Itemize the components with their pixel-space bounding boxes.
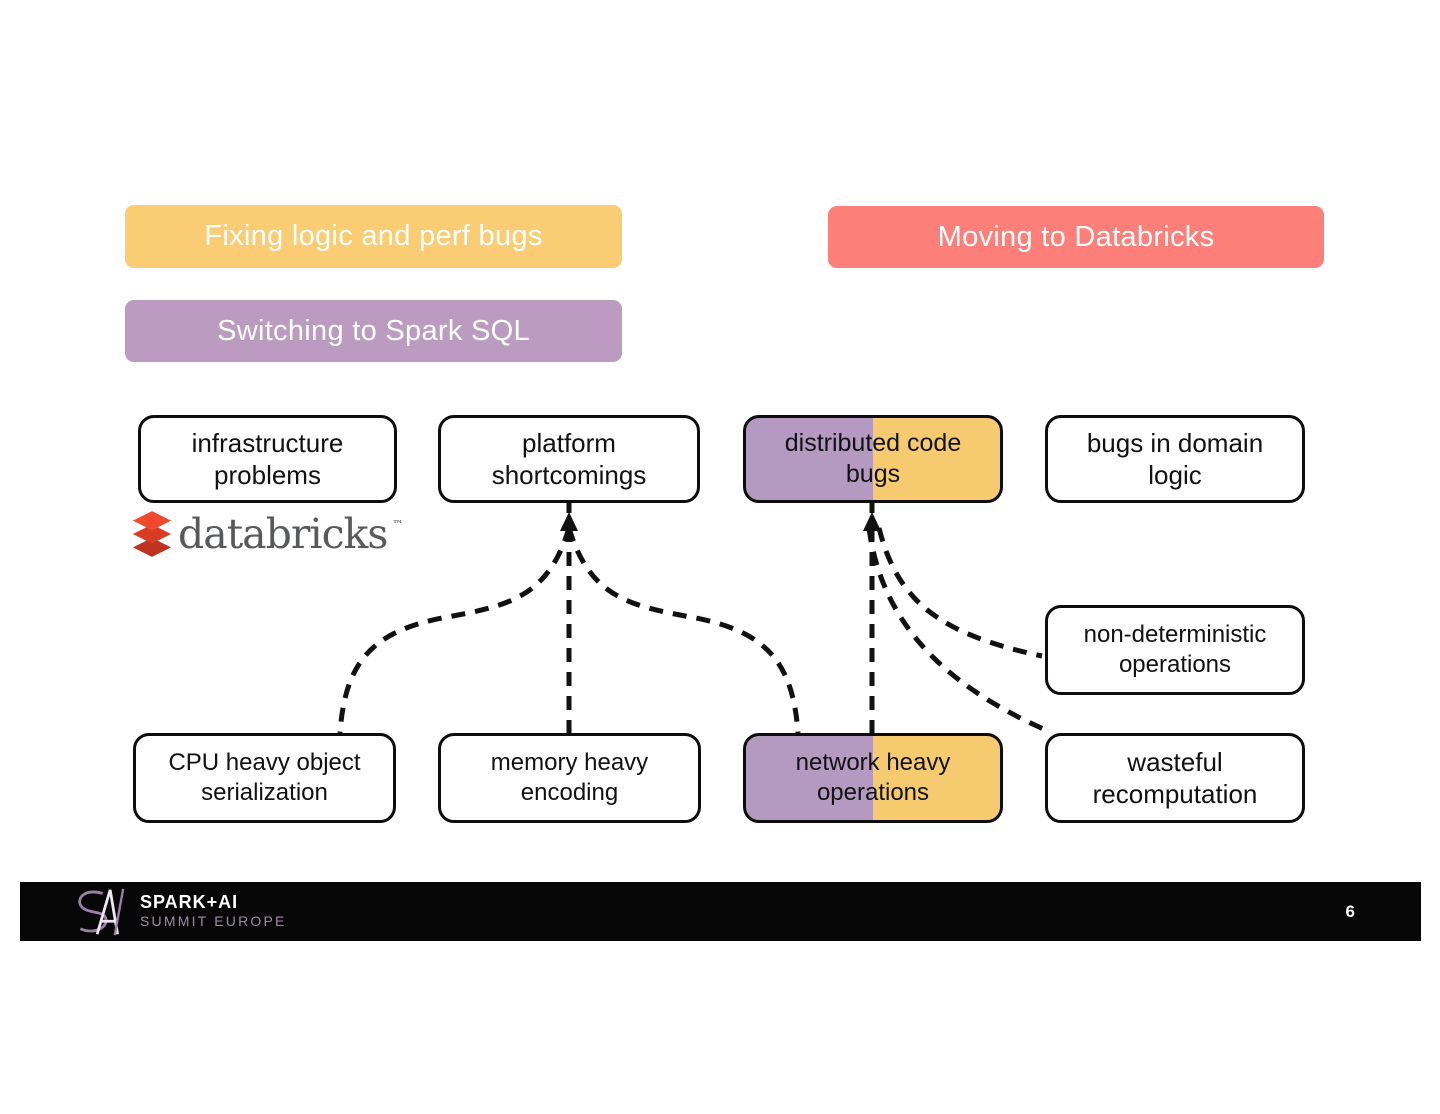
node-wasteful-recomputation: wasteful recomputation xyxy=(1045,733,1305,823)
node-label: network heavy operations xyxy=(795,749,951,806)
databricks-wordmark: databricks xyxy=(178,510,388,558)
node-label: wasteful recomputation xyxy=(1092,746,1258,810)
arrowhead-platform xyxy=(560,512,578,531)
databricks-logo: databricks ™ xyxy=(131,508,403,560)
node-label: platform shortcomings xyxy=(491,427,647,491)
node-distributed-code-bugs: distributed code bugs xyxy=(743,415,1003,503)
node-infrastructure-problems: infrastructure problems xyxy=(138,415,397,503)
node-network-heavy-operations: network heavy operations xyxy=(743,733,1003,823)
edge-platform-to-network xyxy=(566,527,801,734)
databricks-trademark: ™ xyxy=(392,518,404,531)
node-bugs-in-domain-logic: bugs in domain logic xyxy=(1045,415,1305,503)
edge-distributed-to-nondeterministic xyxy=(876,527,1043,659)
node-label: CPU heavy object serialization xyxy=(168,749,361,806)
edge-distributed-to-wasteful xyxy=(866,527,1050,734)
spark-ai-summit-logo: SPARK+AI SUMMIT EUROPE xyxy=(70,886,287,938)
legend-spark-sql-label: Switching to Spark SQL xyxy=(217,314,530,347)
node-label: bugs in domain logic xyxy=(1086,427,1264,491)
node-label: distributed code bugs xyxy=(784,428,962,488)
node-label: infrastructure problems xyxy=(191,427,344,491)
node-label: memory heavy encoding xyxy=(490,749,649,806)
legend-fixing-logic-perf-bugs: Fixing logic and perf bugs xyxy=(125,205,622,268)
spark-ai-monogram-icon xyxy=(78,888,125,935)
legend-moving-to-databricks: Moving to Databricks xyxy=(828,206,1324,268)
spark-ai-logo-text: SPARK+AI SUMMIT EUROPE xyxy=(140,892,287,930)
footer-bar: SPARK+AI SUMMIT EUROPE 6 xyxy=(20,882,1421,941)
node-platform-shortcomings: platform shortcomings xyxy=(438,415,700,503)
footer-logo-title: SPARK+AI xyxy=(140,892,239,913)
databricks-bricks-icon xyxy=(132,511,172,557)
legend-switching-to-spark-sql: Switching to Spark SQL xyxy=(125,300,622,362)
arrowhead-distributed xyxy=(863,512,881,531)
node-label: non-deterministic operations xyxy=(1083,621,1267,678)
legend-databricks-label: Moving to Databricks xyxy=(937,220,1215,253)
page-number: 6 xyxy=(1345,901,1355,921)
node-cpu-heavy-object-serialization: CPU heavy object serialization xyxy=(133,733,396,823)
node-non-deterministic-operations: non-deterministic operations xyxy=(1045,605,1305,695)
node-memory-heavy-encoding: memory heavy encoding xyxy=(438,733,701,823)
footer-logo-subtitle: SUMMIT EUROPE xyxy=(140,913,287,929)
legend-fixing-label: Fixing logic and perf bugs xyxy=(204,220,543,252)
